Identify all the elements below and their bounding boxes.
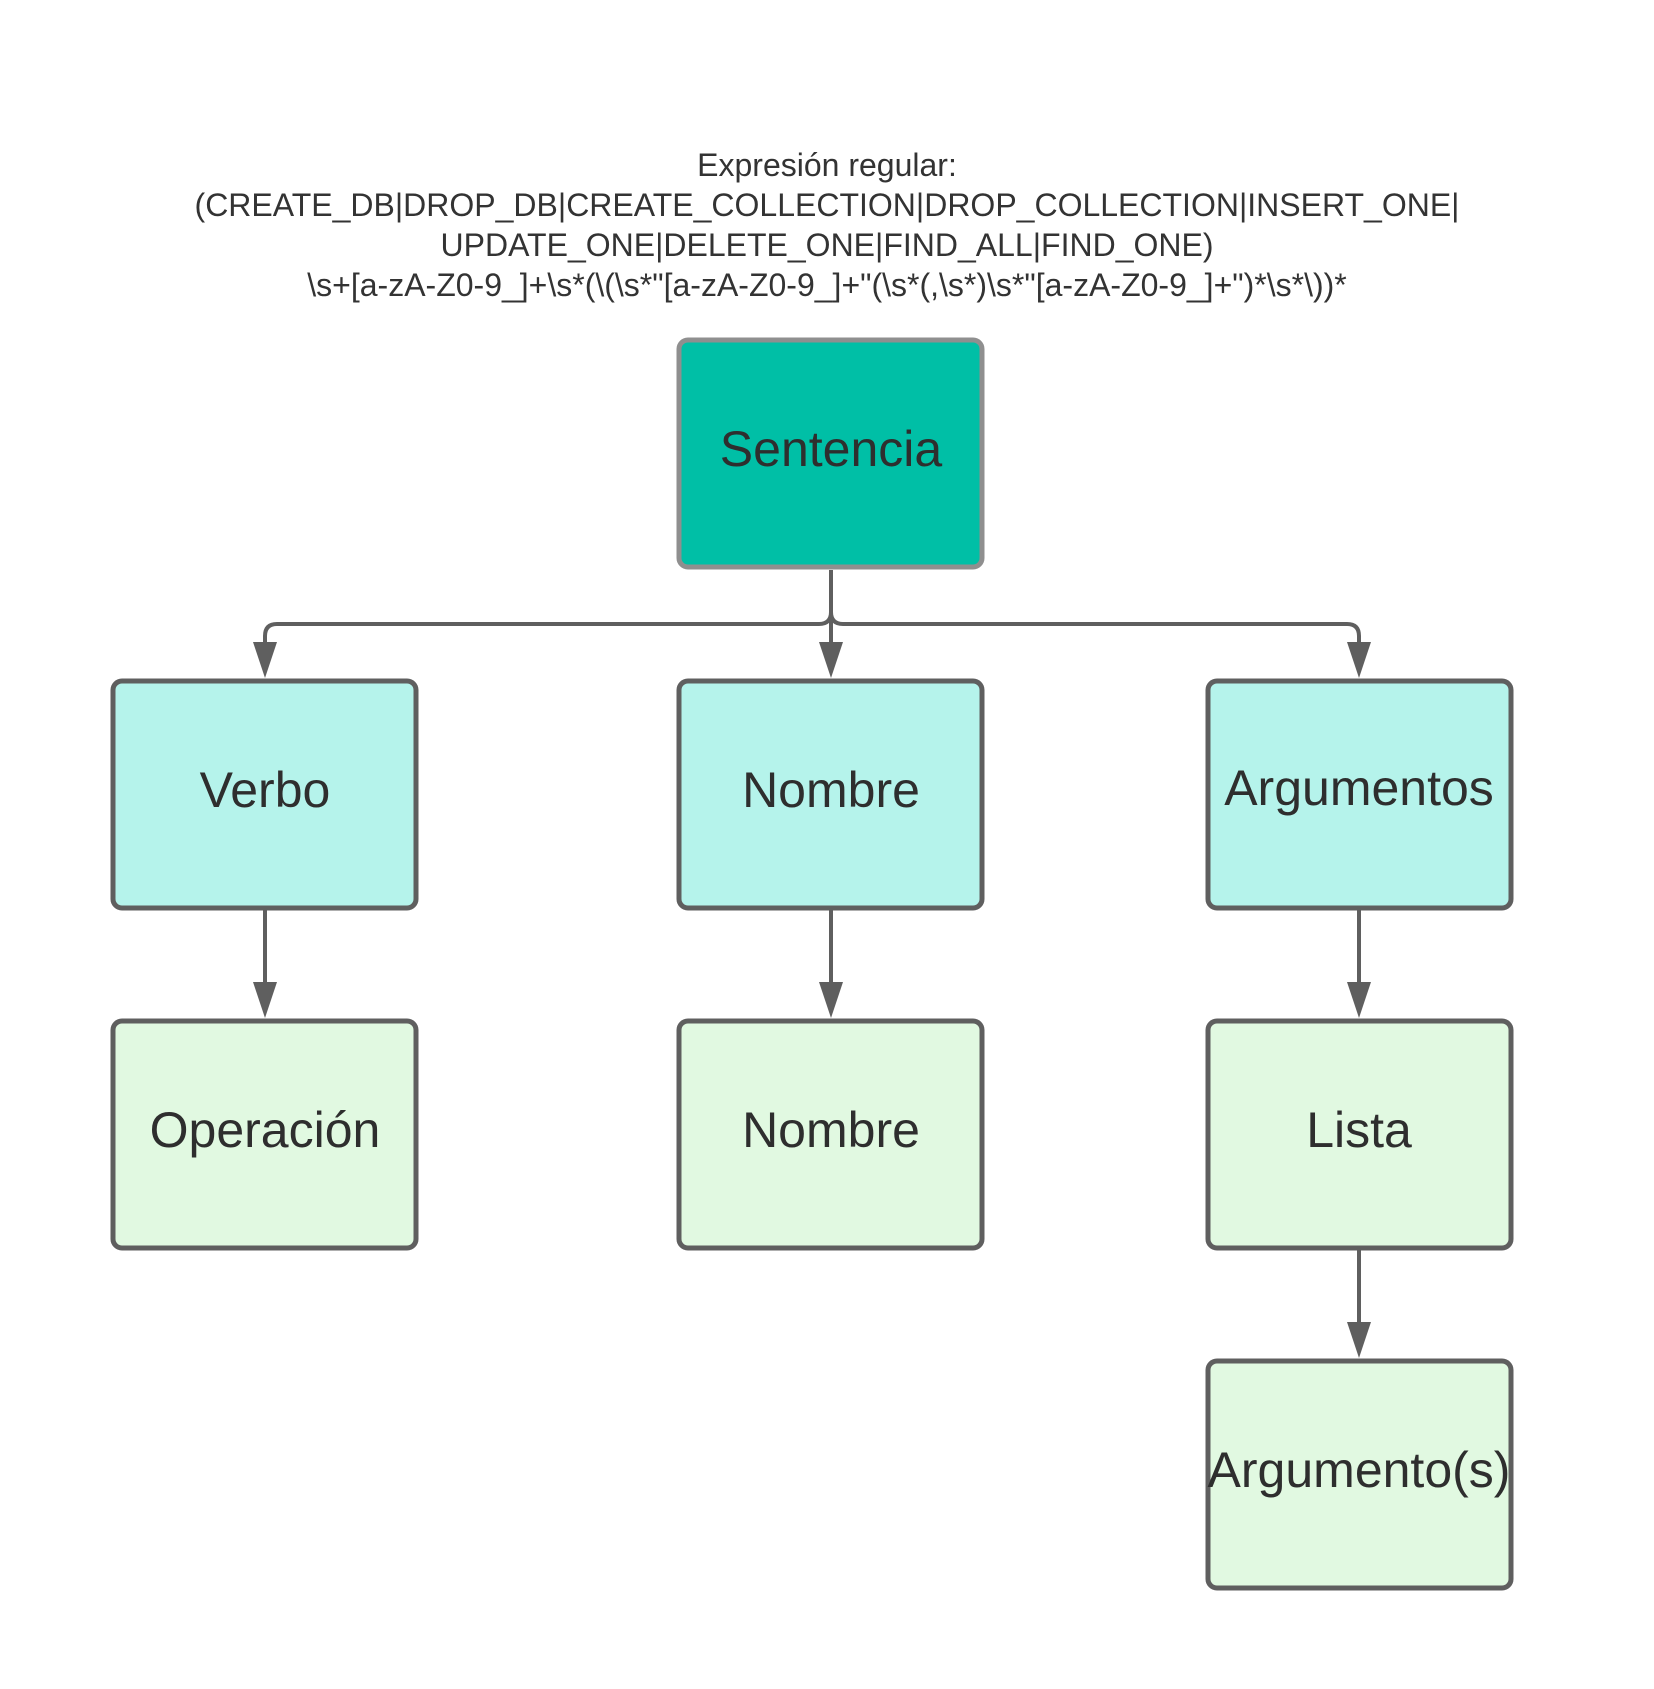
node-nombre-label: Nombre xyxy=(742,762,920,818)
node-lista: Lista xyxy=(1205,1018,1514,1251)
node-verbo: Verbo xyxy=(110,678,419,911)
node-verbo-box xyxy=(110,678,419,911)
caption-line-1: (CREATE_DB|DROP_DB|CREATE_COLLECTION|DRO… xyxy=(194,187,1460,223)
node-operacion: Operación xyxy=(110,1018,419,1251)
arrowhead-lista xyxy=(1347,982,1371,1018)
node-argumentos-leaf: Argumento(s) xyxy=(1205,1358,1514,1591)
node-lista-box xyxy=(1205,1018,1514,1251)
node-argumentos-label: Argumentos xyxy=(1224,760,1494,816)
connector-sentencia-argumentos xyxy=(829,570,1361,668)
node-operacion-label: Operación xyxy=(150,1102,381,1158)
node-verbo-label: Verbo xyxy=(200,762,331,818)
arrowhead-argumentos-leaf xyxy=(1347,1322,1371,1358)
arrowhead-argumentos xyxy=(1347,642,1371,678)
node-argumentos: Argumentos xyxy=(1205,678,1514,911)
node-nombre-leaf-box xyxy=(676,1018,985,1251)
node-sentencia-label: Sentencia xyxy=(720,421,943,477)
node-lista-label: Lista xyxy=(1306,1102,1412,1158)
arrowhead-nombre-leaf xyxy=(819,982,843,1018)
node-argumentos-leaf-box xyxy=(1205,1358,1514,1591)
node-nombre-leaf-label: Nombre xyxy=(742,1102,920,1158)
arrowhead-verbo xyxy=(253,642,277,678)
node-nombre-leaf: Nombre xyxy=(676,1018,985,1251)
caption-line-2: UPDATE_ONE|DELETE_ONE|FIND_ALL|FIND_ONE) xyxy=(440,227,1214,263)
node-argumentos-box xyxy=(1205,678,1514,911)
node-argumentos-leaf-label: Argumento(s) xyxy=(1208,1442,1511,1498)
node-nombre-box xyxy=(676,678,985,911)
node-nombre: Nombre xyxy=(676,678,985,911)
caption-line-3: \s+[a-zA-Z0-9_]+\s*(\(\s*"[a-zA-Z0-9_]+"… xyxy=(307,267,1347,303)
node-sentencia-box xyxy=(676,337,985,570)
connectors xyxy=(253,570,1371,1358)
arrowhead-operacion xyxy=(253,982,277,1018)
arrowhead-nombre xyxy=(819,642,843,678)
node-operacion-box xyxy=(110,1018,419,1251)
caption-title: Expresión regular: xyxy=(697,147,957,183)
node-sentencia: Sentencia xyxy=(676,337,985,570)
regex-caption: Expresión regular: (CREATE_DB|DROP_DB|CR… xyxy=(0,145,1654,305)
connector-sentencia-verbo xyxy=(263,570,833,668)
